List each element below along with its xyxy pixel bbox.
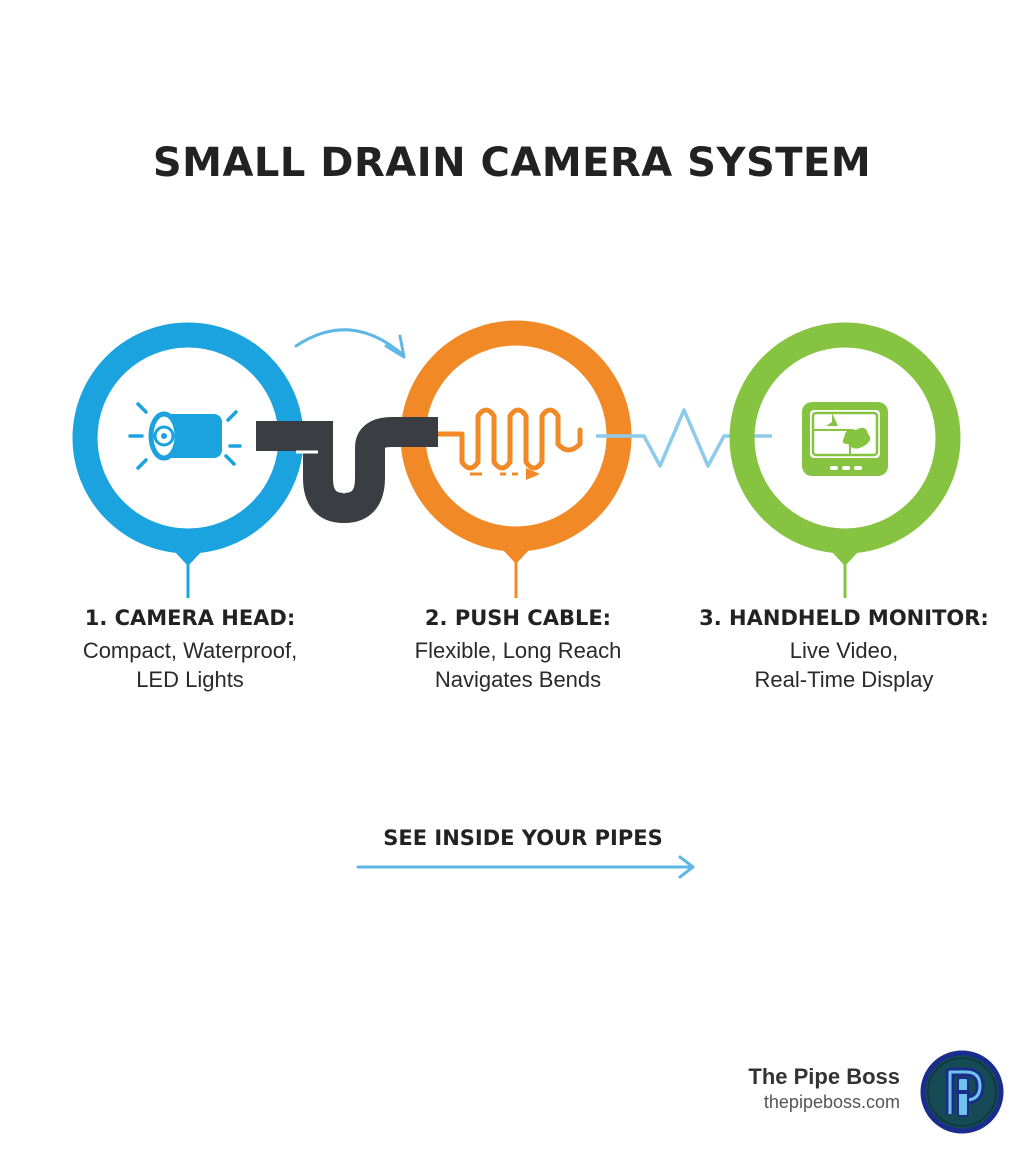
step-description-line: LED Lights [136, 667, 244, 692]
step-description-line: Compact, Waterproof, [82, 638, 298, 663]
step-description-line: Navigates Bends [434, 667, 602, 692]
camera-head-circle [72, 322, 304, 598]
page-title: SMALL DRAIN CAMERA SYSTEM [152, 140, 872, 186]
step-description-line: Flexible, Long Reach [414, 638, 622, 663]
step-heading: 1. CAMERA HEAD: [84, 606, 296, 630]
handheld-monitor-circle [729, 322, 961, 598]
step-handheld-monitor: 3. HANDHELD MONITOR: Live Video, Real-Ti… [694, 606, 994, 694]
step-push-cable: 2. PUSH CABLE: Flexible, Long Reach Navi… [368, 606, 668, 694]
zigzag-wire-icon [596, 408, 772, 468]
step-description-line: Real-Time Display [754, 667, 934, 692]
drain-pipe-icon [256, 417, 438, 524]
push-cable-circle [400, 320, 632, 598]
step-heading: 2. PUSH CABLE: [424, 606, 612, 630]
curved-arrow-icon [294, 328, 406, 359]
coiled-cable-icon [427, 407, 583, 480]
brand-name: The Pipe Boss [748, 1064, 900, 1089]
tagline: SEE INSIDE YOUR PIPES [383, 826, 663, 850]
step-camera-head: 1. CAMERA HEAD: Compact, Waterproof, LED… [40, 606, 340, 694]
right-arrow-icon [356, 855, 695, 879]
camera-system-diagram [72, 320, 961, 598]
step-heading: 3. HANDHELD MONITOR: [699, 606, 989, 630]
camera-head-icon [128, 402, 242, 470]
monitor-icon [802, 402, 888, 476]
brand-url: thepipeboss.com [763, 1092, 900, 1112]
brand-block: The Pipe Boss thepipeboss.com [748, 1064, 900, 1113]
pipe-boss-logo [920, 1050, 1004, 1134]
step-description-line: Live Video, [789, 638, 899, 663]
